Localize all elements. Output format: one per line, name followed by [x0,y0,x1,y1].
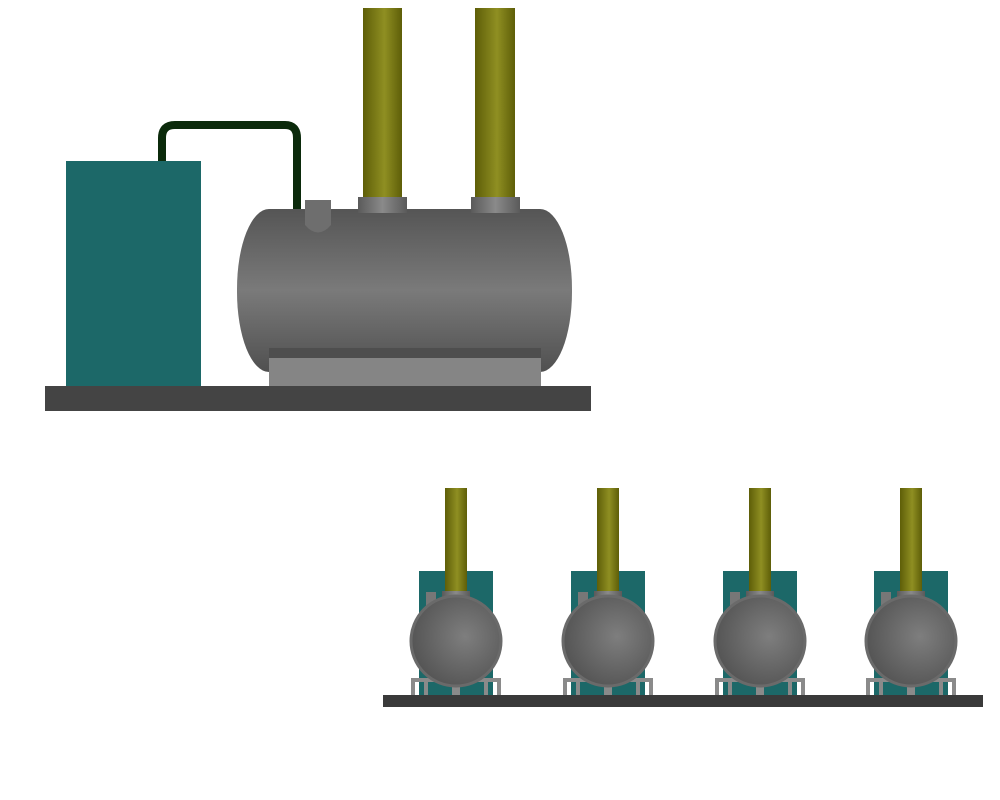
unit-exhaust-stack [445,488,467,594]
unit-spherical-vessel [713,594,807,688]
unit-spherical-vessel [561,594,655,688]
unit-spherical-vessel [409,594,503,688]
flange-right [471,197,520,213]
teal-tank [66,161,201,388]
vessel-shadow [269,348,541,358]
small-unit [864,488,958,695]
vessel-nozzle [305,200,331,233]
small-unit [409,488,503,695]
unit-exhaust-stack [900,488,922,594]
unit-spherical-vessel [864,594,958,688]
unit-exhaust-stack [749,488,771,594]
unit-exhaust-stack [597,488,619,594]
horizontal-vessel [237,209,572,372]
large-assembly [45,8,591,411]
base-platform [45,386,591,411]
connecting-pipe [158,121,301,212]
vessel-saddle [269,358,541,388]
units-base-platform [383,695,983,707]
exhaust-stack-right [475,8,515,200]
small-unit [713,488,807,695]
small-unit [561,488,655,695]
flange-left [358,197,407,213]
exhaust-stack-left [363,8,402,200]
small-units-row [383,488,983,707]
